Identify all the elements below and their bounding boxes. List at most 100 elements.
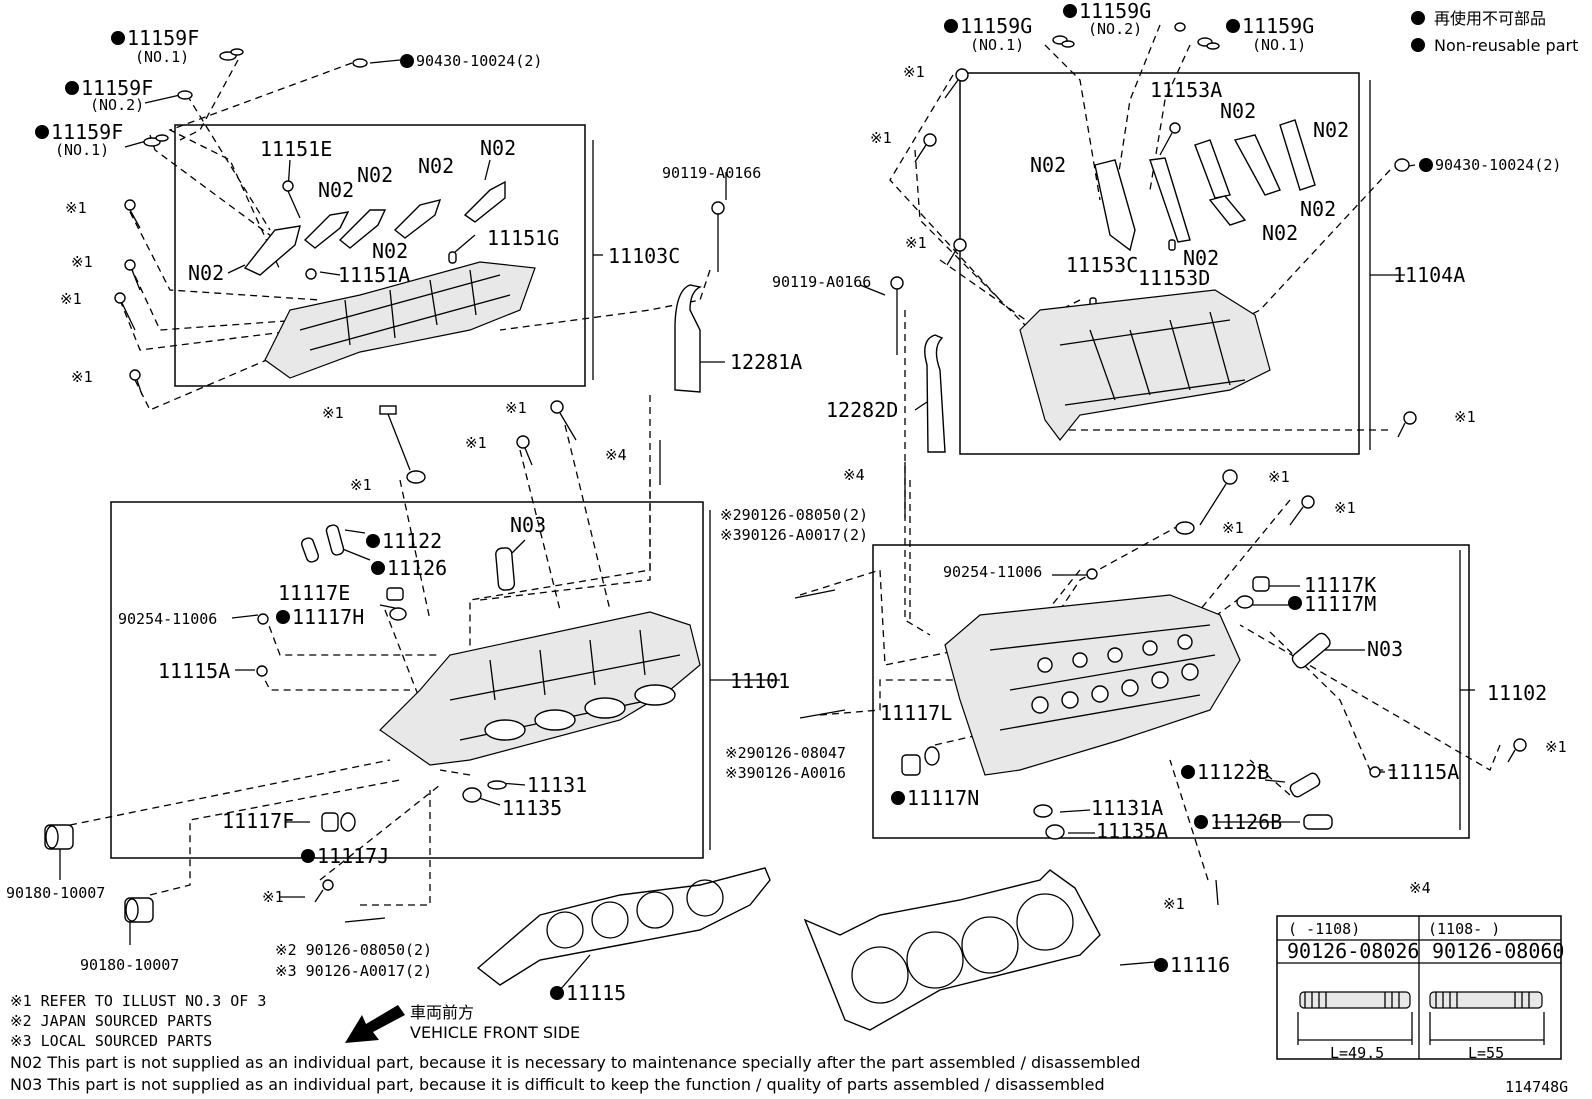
label-11159G: 11159G [1242, 14, 1314, 38]
hardware [44, 22, 1527, 923]
label-11117L: 11117L [880, 701, 952, 725]
ref-mark-1: ※1 [1222, 519, 1244, 537]
label-11104A: 11104A [1393, 263, 1465, 287]
label-90180-10007: 90180-10007 [80, 956, 179, 974]
ref-mark-1: ※1 [71, 368, 93, 386]
guide-tube-icon [495, 547, 516, 591]
leader-lines [59, 59, 1475, 991]
legend-english: Non-reusable part [1434, 36, 1578, 55]
seal-washer-icon [1061, 40, 1075, 48]
ref-mark-1: ※1 [903, 63, 925, 81]
label-11117F: 11117F [222, 809, 294, 833]
label-stud-japan: ※290126-08050(2) [720, 506, 868, 524]
stud-bolt-icon [344, 917, 386, 923]
label-90254-11006: 90254-11006 [118, 610, 217, 628]
camshaft-housing-left [243, 180, 536, 379]
ref-mark-1: ※1 [65, 199, 87, 217]
seal-washer-icon [1394, 158, 1410, 172]
cylinder-head-bolt-icon [379, 405, 411, 471]
non-reusable-bullet-icon [1411, 11, 1425, 25]
label-12282D: 12282D [826, 398, 898, 422]
seal-washer-icon [155, 134, 169, 142]
dashed-leader-lines [69, 24, 1501, 906]
ref-mark-1: ※1 [1334, 499, 1356, 517]
non-reusable-bullet-icon [65, 81, 79, 95]
label-11117E: 11117E [278, 581, 350, 605]
label-n02: N02 [1262, 221, 1298, 245]
bolt-icon [282, 180, 301, 219]
bolt-icon [124, 259, 141, 291]
label-90119-A0166: 90119-A0166 [662, 164, 761, 182]
head-gasket-left [476, 867, 771, 986]
label-no2: (NO.2) [90, 96, 144, 114]
cylinder-head-left [379, 611, 701, 766]
guide-tube-icon [300, 537, 320, 563]
front-label-japanese: 車両前方 [410, 1003, 474, 1022]
camshaft-housing-right [1019, 119, 1316, 441]
gasket-ring-icon [1236, 595, 1254, 609]
note-local: ※3 LOCAL SOURCED PARTS [10, 1032, 212, 1050]
label-n02: N02 [480, 136, 516, 160]
non-reusable-bullet-icon [1419, 158, 1433, 172]
label-stud-local: ※390126-A0016 [725, 764, 846, 782]
seal-washer-icon [143, 137, 161, 147]
non-reusable-bullet-icon [1194, 815, 1208, 829]
non-reusable-bullet-icon [891, 791, 905, 805]
bolt-icon [944, 68, 969, 99]
label-11153C: 11153C [1066, 253, 1138, 277]
ref-mark-1: ※1 [350, 476, 372, 494]
label-11101: 11101 [730, 669, 790, 693]
part-labels: 11159F (NO.1) 90430-10024(2) 11159F (NO.… [6, 0, 1567, 1005]
front-label-english: VEHICLE FRONT SIDE [410, 1023, 580, 1042]
table-col2-length: L=55 [1468, 1044, 1504, 1062]
label-n02: N02 [418, 154, 454, 178]
ref-mark-1: ※1 [1163, 895, 1185, 913]
label-90430-10024: 90430-10024(2) [1435, 156, 1561, 174]
label-no1: (NO.1) [970, 36, 1024, 54]
label-11115A: 11115A [158, 659, 230, 683]
non-reusable-bullet-icon [276, 610, 290, 624]
bolt-icon [314, 879, 334, 903]
bolt-icon [114, 292, 136, 331]
stud-bolt-icon [1215, 879, 1219, 906]
label-11159G: 11159G [960, 14, 1032, 38]
seal-washer-icon [352, 58, 368, 68]
label-n02: N02 [357, 163, 393, 187]
label-11135A: 11135A [1096, 819, 1168, 843]
label-11126: 11126 [387, 556, 447, 580]
label-no1: (NO.1) [1252, 36, 1306, 54]
label-90180-10007: 90180-10007 [6, 884, 105, 902]
ref-mark-1: ※1 [71, 253, 93, 271]
gasket-ring-icon [924, 746, 940, 766]
camshaft-housing-left-box [174, 124, 586, 387]
bolt-washer-icon [406, 470, 426, 484]
seal-plug-icon [901, 754, 921, 776]
label-11115: 11115 [566, 981, 626, 1005]
label-stud-japan: ※2 90126-08050(2) [275, 941, 432, 959]
label-11116: 11116 [1170, 953, 1230, 977]
plug-icon [1369, 766, 1381, 778]
seal-washer-icon [1174, 22, 1186, 32]
ref-mark-1: ※1 [60, 290, 82, 308]
ref-mark-1: ※1 [870, 129, 892, 147]
label-90119-A0166: 90119-A0166 [772, 273, 871, 291]
non-reusable-bullet-icon [1181, 765, 1195, 779]
label-11159F-no2: 11159F [81, 76, 153, 100]
legend: 再使用不可部品 Non-reusable part [1411, 9, 1578, 55]
head-gasket-right [803, 869, 1101, 1031]
label-11131A: 11131A [1091, 796, 1163, 820]
table-col1-range: ( -1108) [1288, 920, 1360, 938]
engine-hanger-right [924, 334, 946, 453]
vehicle-front-arrow-icon [345, 1005, 405, 1043]
label-90430-10024: 90430-10024(2) [416, 52, 542, 70]
label-n02: N02 [1030, 153, 1066, 177]
gasket-ring-icon [389, 607, 407, 621]
label-11153A: 11153A [1150, 78, 1222, 102]
label-11115A: 11115A [1387, 760, 1459, 784]
ref-mark-1: ※1 [262, 888, 284, 906]
label-11117M: 11117M [1304, 592, 1376, 616]
note-n03: N03 This part is not supplied as an indi… [10, 1075, 1105, 1094]
cylinder-head-right [944, 594, 1241, 776]
label-11151A: 11151A [338, 263, 410, 287]
